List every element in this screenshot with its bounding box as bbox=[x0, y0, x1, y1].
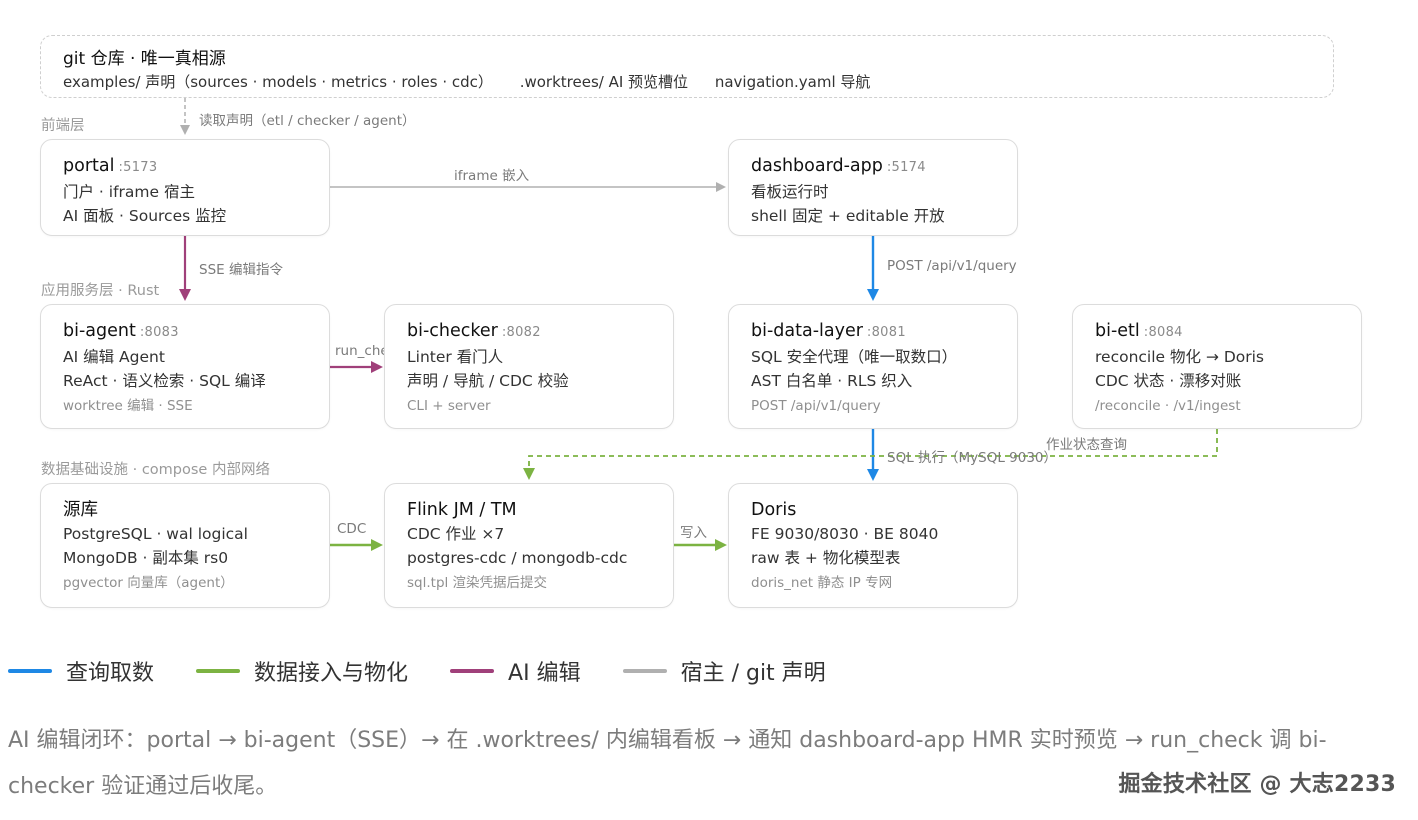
node-flink-title: Flink JM / TM bbox=[407, 500, 517, 520]
node-flink: Flink JM / TM CDC 作业 ×7 postgres-cdc / m… bbox=[384, 483, 674, 608]
git-repo-title: git 仓库 · 唯一真相源 bbox=[63, 49, 226, 69]
node-etl-title: bi-etl bbox=[1095, 321, 1140, 341]
git-item-worktrees: .worktrees/ AI 预览槽位 bbox=[519, 73, 689, 91]
footnote: AI 编辑闭环：portal → bi-agent（SSE）→ 在 .workt… bbox=[8, 728, 1327, 799]
node-dashboard-title: dashboard-app bbox=[751, 156, 883, 176]
node-datalayer-foot: POST /api/v1/query bbox=[751, 398, 881, 414]
node-etl-foot: /reconcile · /v1/ingest bbox=[1095, 398, 1241, 414]
node-doris: Doris FE 9030/8030 · BE 8040 raw 表 + 物化模… bbox=[728, 483, 1018, 608]
node-agent-foot: worktree 编辑 · SSE bbox=[63, 398, 193, 414]
node-portal-port: :5173 bbox=[118, 160, 158, 175]
legend-label-query: 查询取数 bbox=[66, 661, 155, 686]
legend-label-ingest: 数据接入与物化 bbox=[254, 661, 409, 686]
node-agent-line-2: ReAct · 语义检索 · SQL 编译 bbox=[63, 372, 266, 390]
edge-label-iframe: iframe 嵌入 bbox=[454, 168, 530, 184]
node-datalayer-title: bi-data-layer bbox=[751, 321, 863, 341]
edge-job-status bbox=[523, 429, 1218, 480]
node-agent-line-1: AI 编辑 Agent bbox=[63, 348, 165, 366]
legend-item-query: 查询取数 bbox=[8, 655, 154, 687]
git-repo-box: git 仓库 · 唯一真相源 examples/ 声明（sources · mo… bbox=[40, 35, 1334, 98]
legend-label-ai: AI 编辑 bbox=[508, 661, 581, 686]
node-doris-line-2: raw 表 + 物化模型表 bbox=[751, 549, 901, 567]
node-doris-line-1: FE 9030/8030 · BE 8040 bbox=[751, 525, 939, 543]
node-etl-port: :8084 bbox=[1143, 325, 1183, 340]
legend-item-host: 宿主 / git 声明 bbox=[622, 655, 826, 687]
node-dashboard-app: dashboard-app:5174 看板运行时 shell 固定 + edit… bbox=[728, 139, 1018, 236]
node-datalayer-line-2: AST 白名单 · RLS 织入 bbox=[751, 372, 913, 390]
edge-label-job-status: 作业状态查询 bbox=[1046, 437, 1127, 453]
legend-item-ingest: 数据接入与物化 bbox=[196, 655, 408, 687]
node-source-line-2: MongoDB · 副本集 rs0 bbox=[63, 549, 229, 567]
node-checker-title: bi-checker bbox=[407, 321, 498, 341]
edge-label-sse: SSE 编辑指令 bbox=[199, 262, 283, 278]
legend-item-ai: AI 编辑 bbox=[450, 655, 581, 687]
node-agent-port: :8083 bbox=[139, 325, 179, 340]
node-portal-line-1: 门户 · iframe 宿主 bbox=[63, 183, 195, 201]
legend-swatch-query bbox=[8, 669, 52, 673]
node-bi-etl: bi-etl:8084 reconcile 物化 → Doris CDC 状态 … bbox=[1072, 304, 1362, 429]
git-item-navigation: navigation.yaml 导航 bbox=[714, 73, 871, 91]
node-doris-foot: doris_net 静态 IP 专网 bbox=[751, 575, 893, 591]
edge-label-write: 写入 bbox=[680, 525, 707, 541]
node-datalayer-port: :8081 bbox=[866, 325, 906, 340]
watermark: 掘金技术社区 @ 大志2233 bbox=[1118, 772, 1396, 797]
node-dashboard-line-1: 看板运行时 bbox=[751, 183, 829, 201]
layer-label-frontend: 前端层 bbox=[41, 118, 85, 134]
git-item-examples: examples/ 声明（sources · models · metrics … bbox=[63, 73, 493, 91]
legend-swatch-host bbox=[622, 669, 667, 673]
node-checker-line-2: 声明 / 导航 / CDC 校验 bbox=[407, 372, 569, 390]
node-source-line-1: PostgreSQL · wal logical bbox=[63, 525, 248, 543]
node-etl-line-2: CDC 状态 · 漂移对账 bbox=[1095, 372, 1242, 390]
node-etl-line-1: reconcile 物化 → Doris bbox=[1095, 348, 1265, 366]
node-portal: portal:5173 门户 · iframe 宿主 AI 面板 · Sourc… bbox=[40, 139, 330, 236]
node-portal-title: portal bbox=[63, 156, 115, 176]
node-source-db: 源库 PostgreSQL · wal logical MongoDB · 副本… bbox=[40, 483, 330, 608]
node-checker-foot: CLI + server bbox=[407, 398, 491, 414]
edge-label-git-read: 读取声明（etl / checker / agent） bbox=[199, 113, 416, 129]
node-flink-line-2: postgres-cdc / mongodb-cdc bbox=[407, 549, 628, 567]
legend-label-host: 宿主 / git 声明 bbox=[680, 661, 826, 686]
legend: 查询取数 数据接入与物化 AI 编辑 宿主 / git 声明 bbox=[8, 655, 868, 687]
node-flink-foot: sql.tpl 渲染凭据后提交 bbox=[407, 575, 548, 591]
node-dashboard-port: :5174 bbox=[886, 160, 926, 175]
node-source-foot: pgvector 向量库（agent） bbox=[63, 575, 234, 591]
node-dashboard-line-2: shell 固定 + editable 开放 bbox=[751, 207, 945, 225]
node-flink-line-1: CDC 作业 ×7 bbox=[407, 525, 505, 543]
node-checker-port: :8082 bbox=[501, 325, 541, 340]
legend-swatch-ai bbox=[450, 669, 495, 673]
node-checker-line-1: Linter 看门人 bbox=[407, 348, 504, 366]
node-bi-agent: bi-agent:8083 AI 编辑 Agent ReAct · 语义检索 ·… bbox=[40, 304, 330, 429]
node-bi-checker: bi-checker:8082 Linter 看门人 声明 / 导航 / CDC… bbox=[384, 304, 674, 429]
edge-label-query: POST /api/v1/query bbox=[887, 258, 1017, 274]
git-repo-contents: examples/ 声明（sources · models · metrics … bbox=[63, 71, 892, 92]
node-doris-title: Doris bbox=[751, 500, 797, 520]
node-agent-title: bi-agent bbox=[63, 321, 136, 341]
node-bi-data-layer: bi-data-layer:8081 SQL 安全代理（唯一取数口） AST 白… bbox=[728, 304, 1018, 429]
edge-label-sql-exec: SQL 执行（MySQL 9030） bbox=[887, 450, 1058, 466]
legend-swatch-ingest bbox=[196, 669, 241, 673]
layer-label-infra: 数据基础设施 · compose 内部网络 bbox=[41, 462, 270, 478]
node-portal-line-2: AI 面板 · Sources 监控 bbox=[63, 207, 227, 225]
node-datalayer-line-1: SQL 安全代理（唯一取数口） bbox=[751, 348, 958, 366]
edge-label-cdc: CDC bbox=[337, 521, 367, 537]
node-source-title: 源库 bbox=[63, 500, 98, 520]
layer-label-services: 应用服务层 · Rust bbox=[41, 283, 160, 299]
